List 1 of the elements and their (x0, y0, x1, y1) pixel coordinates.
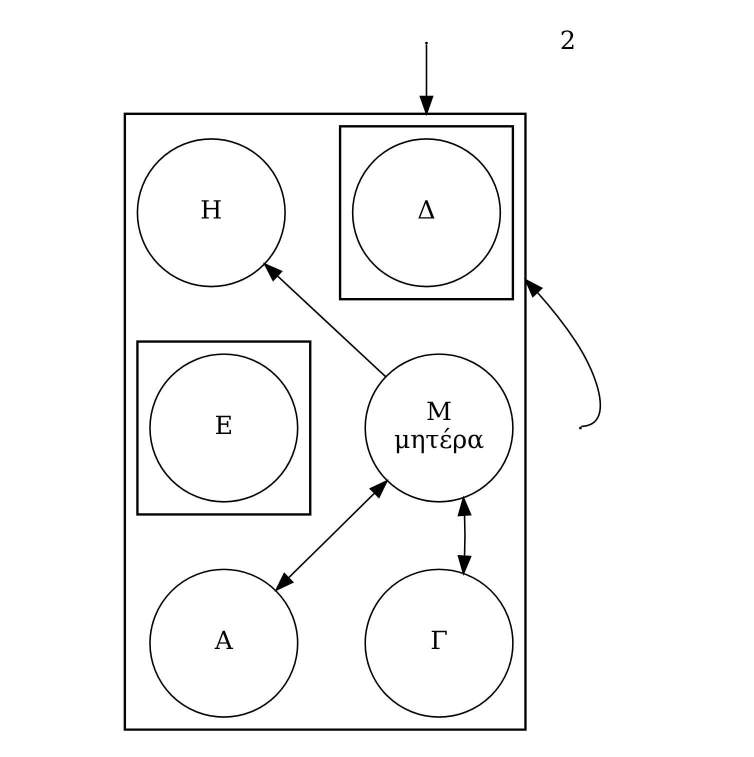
label: 2 (560, 26, 576, 56)
